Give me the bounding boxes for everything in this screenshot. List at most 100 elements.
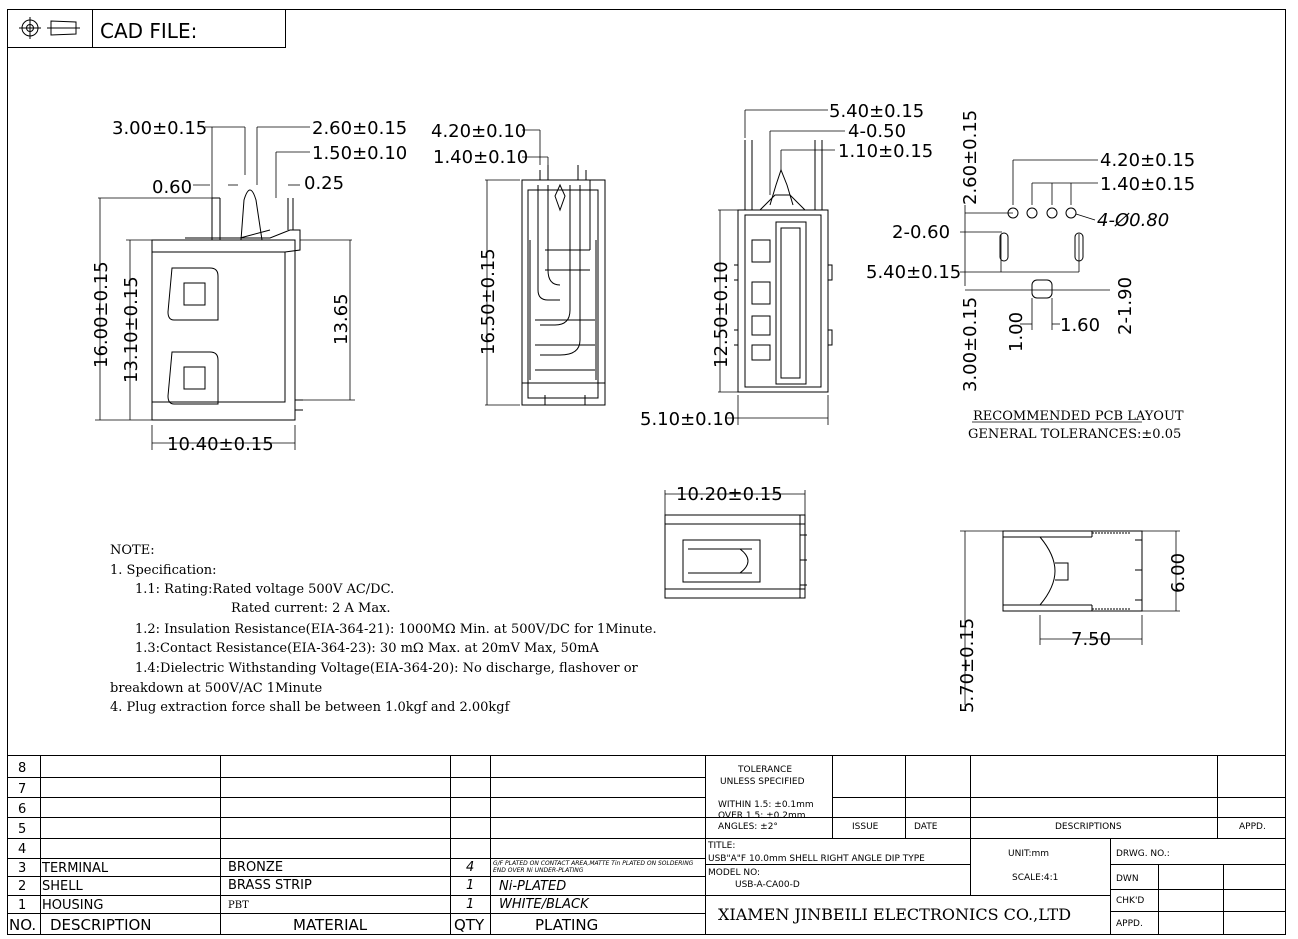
note-line-7: breakdown at 500V/AC 1Minute <box>110 681 323 696</box>
header-box: CAD FILE: <box>7 9 286 48</box>
dim-5-40-back: 5.40±0.15 <box>829 101 924 122</box>
bottom-view-dimension-lines <box>960 530 1180 705</box>
back-view-dimension-lines <box>718 109 845 425</box>
dim-12-50: 12.50±0.10 <box>711 261 732 368</box>
pcb-caption-title: RECOMMENDED PCB LAYOUT <box>973 409 1184 424</box>
dim-13-65: 13.65 <box>331 293 352 345</box>
drwg-no-label: DRWG. NO.: <box>1116 849 1170 859</box>
bom-row-number-7: 7 <box>18 782 26 797</box>
issue-header: ISSUE <box>852 822 879 832</box>
tolerance-over: OVER 1.5: ±0.2mm <box>718 811 805 821</box>
bom-description-terminal: TERMINAL <box>41 861 109 876</box>
note-line-3: Rated current: 2 A Max. <box>231 601 391 616</box>
bom-plating-shell: Ni-PLATED <box>499 879 566 894</box>
descriptions-header: DESCRIPTIONS <box>1055 822 1122 832</box>
dim-pcb-1-40: 1.40±0.15 <box>1100 174 1195 195</box>
dim-1-10: 1.10±0.15 <box>838 141 933 162</box>
bom-row-number-3: 3 <box>18 861 26 876</box>
back-view <box>734 140 833 393</box>
side-view-dimension-lines <box>95 126 355 450</box>
dim-pcb-1-00: 1.00 <box>1006 312 1027 352</box>
note-line-8: 4. Plug extraction force shall be betwee… <box>110 700 511 715</box>
bom-qty-shell: 1 <box>466 878 474 893</box>
dim-13-10: 13.10±0.15 <box>121 276 142 383</box>
dim-5-10: 5.10±0.10 <box>640 409 735 430</box>
tolerance-within: WITHIN 1.5: ±0.1mm <box>718 800 814 810</box>
bom-header-plating: PLATING <box>535 916 598 934</box>
dim-pcb-2-0-60: 2-0.60 <box>892 222 950 243</box>
notes: NOTE: 1. Specification: 1.1: Rating:Rate… <box>110 543 657 715</box>
dim-10-40: 10.40±0.15 <box>167 434 274 455</box>
dim-7-50: 7.50 <box>1071 629 1111 650</box>
dim-pcb-5-40: 5.40±0.15 <box>866 262 961 283</box>
company-name: XIAMEN JINBEILI ELECTRONICS CO.,LTD <box>718 905 1071 924</box>
bom-material-bronze: BRONZE <box>228 860 283 875</box>
bom-plating-terminal: G/F PLATED ON CONTACT AREA,MATTE Tin PLA… <box>493 860 694 874</box>
bom-plating-terminal-box: G/F PLATED ON CONTACT AREA,MATTE Tin PLA… <box>493 860 694 874</box>
dim-16-00: 16.00±0.15 <box>91 261 112 368</box>
bom-header-qty: QTY <box>454 916 485 934</box>
front-view <box>521 165 606 406</box>
dim-pcb-1-60: 1.60 <box>1060 315 1100 336</box>
bom-description-housing: HOUSING <box>42 898 103 913</box>
dim-5-70: 5.70±0.15 <box>957 618 978 713</box>
dim-2-60: 2.60±0.15 <box>312 118 407 139</box>
dim-16-50: 16.50±0.15 <box>478 248 499 355</box>
appd-label: APPD. <box>1116 919 1143 929</box>
dim-pcb-3-00: 3.00±0.15 <box>960 297 981 392</box>
bom-material-brass: BRASS STRIP <box>228 878 312 893</box>
bottom-view <box>1002 530 1143 612</box>
note-line-0: NOTE: <box>110 543 155 558</box>
pcb-layout <box>999 207 1084 299</box>
front-view-dimension-lines <box>485 129 549 406</box>
bom-header-description: DESCRIPTION <box>50 916 152 934</box>
dim-10-20: 10.20±0.15 <box>676 484 783 505</box>
dim-0-25: 0.25 <box>304 173 344 194</box>
dim-4-0-50: 4-0.50 <box>848 121 906 142</box>
cad-file-label: CAD FILE: <box>100 19 197 43</box>
bom-qty-housing: 1 <box>466 897 474 912</box>
title-label: TITLE: <box>707 841 735 851</box>
note-line-6: 1.4:Dielectric Withstanding Voltage(EIA-… <box>135 661 639 676</box>
dim-1-50: 1.50±0.10 <box>312 143 407 164</box>
bom-table <box>7 755 1286 935</box>
tolerance-title: TOLERANCE <box>737 765 792 775</box>
dim-1-40-front: 1.40±0.10 <box>433 147 528 168</box>
appd-header: APPD. <box>1239 822 1266 832</box>
tolerance-angles: ANGLES: ±2° <box>718 822 778 832</box>
unit-label: UNIT:mm <box>1008 849 1049 859</box>
dim-pcb-2-1-90: 2-1.90 <box>1115 277 1136 335</box>
note-line-5: 1.3:Contact Resistance(EIA-364-23): 30 m… <box>135 641 600 656</box>
dwn-label: DWN <box>1116 874 1139 884</box>
chkd-label: CHK'D <box>1116 896 1144 906</box>
note-line-2: 1.1: Rating:Rated voltage 500V AC/DC. <box>135 582 394 597</box>
bom-material-pbt: PBT <box>228 900 249 911</box>
scale-label: SCALE:4:1 <box>1012 873 1058 883</box>
dim-pcb-holes: 4-Ø0.80 <box>1097 210 1169 231</box>
dim-pcb-2-60: 2.60±0.15 <box>960 110 981 205</box>
title-block-grid <box>705 755 1286 935</box>
bom-plating-housing: WHITE/BLACK <box>499 897 590 912</box>
third-angle-projection-icon <box>19 17 80 39</box>
pcb-dimension-lines <box>960 159 1110 330</box>
bom-row-number-5: 5 <box>18 822 26 837</box>
pcb-caption-tolerance: GENERAL TOLERANCES:±0.05 <box>968 427 1181 442</box>
dim-6-00: 6.00 <box>1168 553 1189 593</box>
top-view <box>664 514 807 599</box>
bom-row-number-6: 6 <box>18 802 26 817</box>
side-view <box>151 189 303 421</box>
dim-4-20-front: 4.20±0.10 <box>431 121 526 142</box>
bom-row-number-8: 8 <box>18 761 26 776</box>
note-line-1: 1. Specification: <box>110 563 217 578</box>
note-line-4: 1.2: Insulation Resistance(EIA-364-21): … <box>135 622 657 637</box>
tolerance-unless: UNLESS SPECIFIED <box>720 777 805 787</box>
bom-row-number-1: 1 <box>18 898 26 913</box>
model-label: MODEL NO: <box>708 868 760 878</box>
date-header: DATE <box>914 822 938 832</box>
title-value: USB"A"F 10.0mm SHELL RIGHT ANGLE DIP TYP… <box>708 854 925 864</box>
top-view-dimension-lines <box>664 490 806 515</box>
bom-header-material: MATERIAL <box>293 916 368 934</box>
bom-description-shell: SHELL <box>42 879 83 894</box>
bom-row-number-4: 4 <box>18 842 26 857</box>
